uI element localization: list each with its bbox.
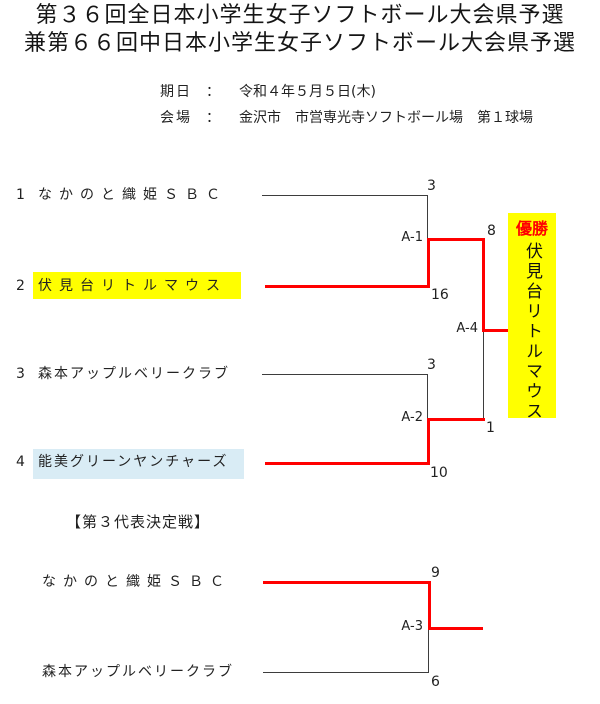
date-value: 令和４年５月５日(木) (239, 84, 376, 100)
match-label-a3: A-3 (401, 619, 423, 634)
bracket-joint-a1 (427, 238, 430, 288)
highlight-team4 (33, 449, 244, 479)
bracket-line-a2-winner (427, 418, 485, 421)
third-place-team1-name: なかのと織姫ＳＢＣ (42, 574, 231, 590)
bracket-stem-a1 (427, 195, 428, 240)
date-colon: ： (206, 84, 220, 100)
bracket-line-a1-winner (427, 238, 485, 241)
event-venue-row: 会場 ： 金沢市 市営専光寺ソフトボール場 第１球場 (160, 107, 580, 133)
match-label-a1: A-1 (401, 230, 423, 245)
page-title: 第３６回全日本小学生女子ソフトボール大会県予選 兼第６６回中日本小学生女子ソフト… (0, 2, 600, 58)
score-final-top: 8 (487, 223, 496, 239)
score-team4: 10 (430, 465, 448, 481)
event-info: 期日 ： 令和４年５月５日(木) 会場 ： 金沢市 市営専光寺ソフトボール場 第… (160, 81, 580, 133)
third-place-stem-a3-loser (428, 630, 429, 673)
champion-badge: 優勝 (515, 219, 548, 238)
score-third-place-team2: 6 (431, 674, 440, 690)
bracket-line-a4-winner (482, 329, 511, 332)
match-label-a2: A-2 (401, 410, 423, 425)
team-4-name: 能美グリーンヤンチャーズ (38, 454, 229, 470)
highlight-team2 (33, 272, 241, 299)
score-third-place-team1: 9 (431, 565, 440, 581)
score-team1: 3 (427, 178, 436, 194)
champion-box: 優勝 伏見台リトルマウス (508, 213, 556, 422)
score-team2: 16 (431, 287, 449, 303)
team-3-name: 森本アップルベリークラブ (38, 366, 230, 382)
bracket-line-team4-winner (265, 462, 430, 465)
date-label: 期日 (160, 84, 192, 100)
bracket-stem-a4-loser (483, 332, 484, 419)
title-line-1: 第３６回全日本小学生女子ソフトボール大会県予選 (35, 3, 565, 28)
seed-3: 3 (16, 366, 25, 382)
seed-2: 2 (16, 278, 25, 294)
team-1-name: なかのと織姫ＳＢＣ (38, 187, 227, 203)
title-line-2: 兼第６６回中日本小学生女子ソフトボール大会県予選 (23, 31, 576, 56)
third-place-line-team2 (263, 672, 428, 673)
venue-label: 会場 (160, 110, 192, 126)
seed-4: 4 (16, 454, 25, 470)
seed-1: 1 (16, 187, 25, 203)
team-2-name: 伏見台リトルマウス (38, 278, 227, 294)
third-place-heading: 【第３代表決定戦】 (66, 513, 211, 531)
third-place-line-a3-winner (428, 627, 483, 630)
score-final-bottom: 1 (486, 420, 495, 436)
bracket-line-team3 (262, 374, 427, 375)
third-place-joint-a3 (428, 581, 431, 630)
bracket-feed-a4 (482, 238, 485, 332)
match-label-a4: A-4 (456, 321, 478, 336)
bracket-line-team2-winner (265, 285, 430, 288)
venue-colon: ： (206, 110, 220, 126)
third-place-team2-name: 森本アップルベリークラブ (42, 664, 234, 680)
bracket-line-team1 (262, 195, 427, 196)
venue-value: 金沢市 市営専光寺ソフトボール場 第１球場 (239, 110, 533, 126)
third-place-line-team1-winner (263, 581, 430, 584)
score-team3: 3 (427, 357, 436, 373)
bracket-joint-a2 (427, 418, 430, 465)
event-date-row: 期日 ： 令和４年５月５日(木) (160, 81, 580, 107)
champion-name: 伏見台リトルマウス (522, 242, 542, 422)
bracket-stem-a2 (427, 374, 428, 420)
